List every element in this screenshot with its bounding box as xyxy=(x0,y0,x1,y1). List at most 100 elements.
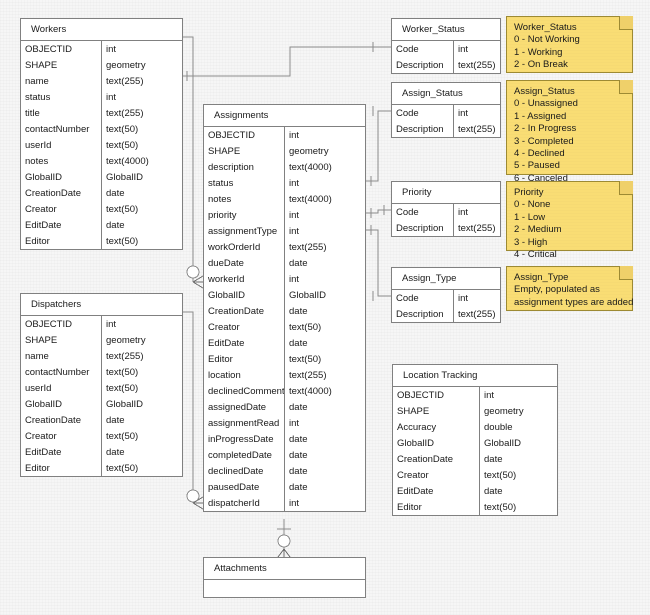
field-name: Description xyxy=(392,57,454,73)
field-name: OBJECTID xyxy=(21,316,102,332)
note-line: 1 - Working xyxy=(514,46,563,58)
field-name: OBJECTID xyxy=(21,41,102,57)
field-name: EditDate xyxy=(393,483,480,499)
field-type: date xyxy=(289,449,308,461)
field-type: date xyxy=(289,433,308,445)
field-type: text(4000) xyxy=(106,155,149,167)
field-name: pausedDate xyxy=(204,479,285,495)
note-line: 2 - On Break xyxy=(514,59,568,71)
note-line: 4 - Critical xyxy=(514,249,557,261)
field-type: text(255) xyxy=(458,308,496,320)
note-line: 0 - None xyxy=(514,199,551,211)
field-name: Accuracy xyxy=(393,419,480,435)
entity-fields xyxy=(204,580,365,597)
note-line: 3 - Completed xyxy=(514,135,574,147)
field-type: int xyxy=(289,177,300,189)
field-type: int xyxy=(289,209,300,221)
field-type: text(50) xyxy=(484,501,517,513)
note-line: 2 - In Progress xyxy=(514,123,577,135)
field-type: text(50) xyxy=(106,123,139,135)
field-name: Code xyxy=(392,290,454,306)
entity-title: Location Tracking xyxy=(393,365,557,387)
note-line: 1 - Low xyxy=(514,211,546,223)
field-type: geometry xyxy=(484,405,524,417)
note-line: 6 - Canceled xyxy=(514,172,568,184)
note-fold-corner-icon xyxy=(619,266,633,280)
field-name: notes xyxy=(21,153,102,169)
field-type: text(50) xyxy=(106,203,139,215)
field-name: status xyxy=(21,89,102,105)
field-type: int xyxy=(289,417,300,429)
field-name: CreationDate xyxy=(21,185,102,201)
field-name: notes xyxy=(204,191,285,207)
entity-title: Assignments xyxy=(204,105,365,127)
field-type: date xyxy=(289,257,308,269)
entity-attachments[interactable]: Attachments xyxy=(203,557,366,598)
field-type: text(4000) xyxy=(289,385,332,397)
field-name: name xyxy=(21,348,102,364)
field-type: date xyxy=(289,305,308,317)
field-name: dispatcherId xyxy=(204,495,285,511)
entity-title: Assign_Type xyxy=(392,268,500,290)
field-type: text(50) xyxy=(106,366,139,378)
note-line: Empty, populated as xyxy=(514,284,600,296)
field-type: text(255) xyxy=(289,241,327,253)
field-name: CreationDate xyxy=(204,303,285,319)
entity-title: Attachments xyxy=(204,558,365,580)
field-name: location xyxy=(204,367,285,383)
field-name: contactNumber xyxy=(21,364,102,380)
note-fold-corner-icon xyxy=(619,181,633,195)
entity-title: Priority xyxy=(392,182,500,204)
field-type: geometry xyxy=(106,334,146,346)
field-name: Code xyxy=(392,41,454,57)
field-type: GlobalID xyxy=(484,437,521,449)
field-name: GlobalID xyxy=(393,435,480,451)
field-name: title xyxy=(21,105,102,121)
field-type: geometry xyxy=(289,145,329,157)
field-name: Creator xyxy=(393,467,480,483)
entity-title: Worker_Status xyxy=(392,19,500,41)
field-name: EditDate xyxy=(21,444,102,460)
field-name: OBJECTID xyxy=(204,127,285,143)
field-type: text(4000) xyxy=(289,193,332,205)
field-name: name xyxy=(21,73,102,89)
field-name: OBJECTID xyxy=(393,387,480,403)
field-name: EditDate xyxy=(21,217,102,233)
field-name: CreationDate xyxy=(393,451,480,467)
